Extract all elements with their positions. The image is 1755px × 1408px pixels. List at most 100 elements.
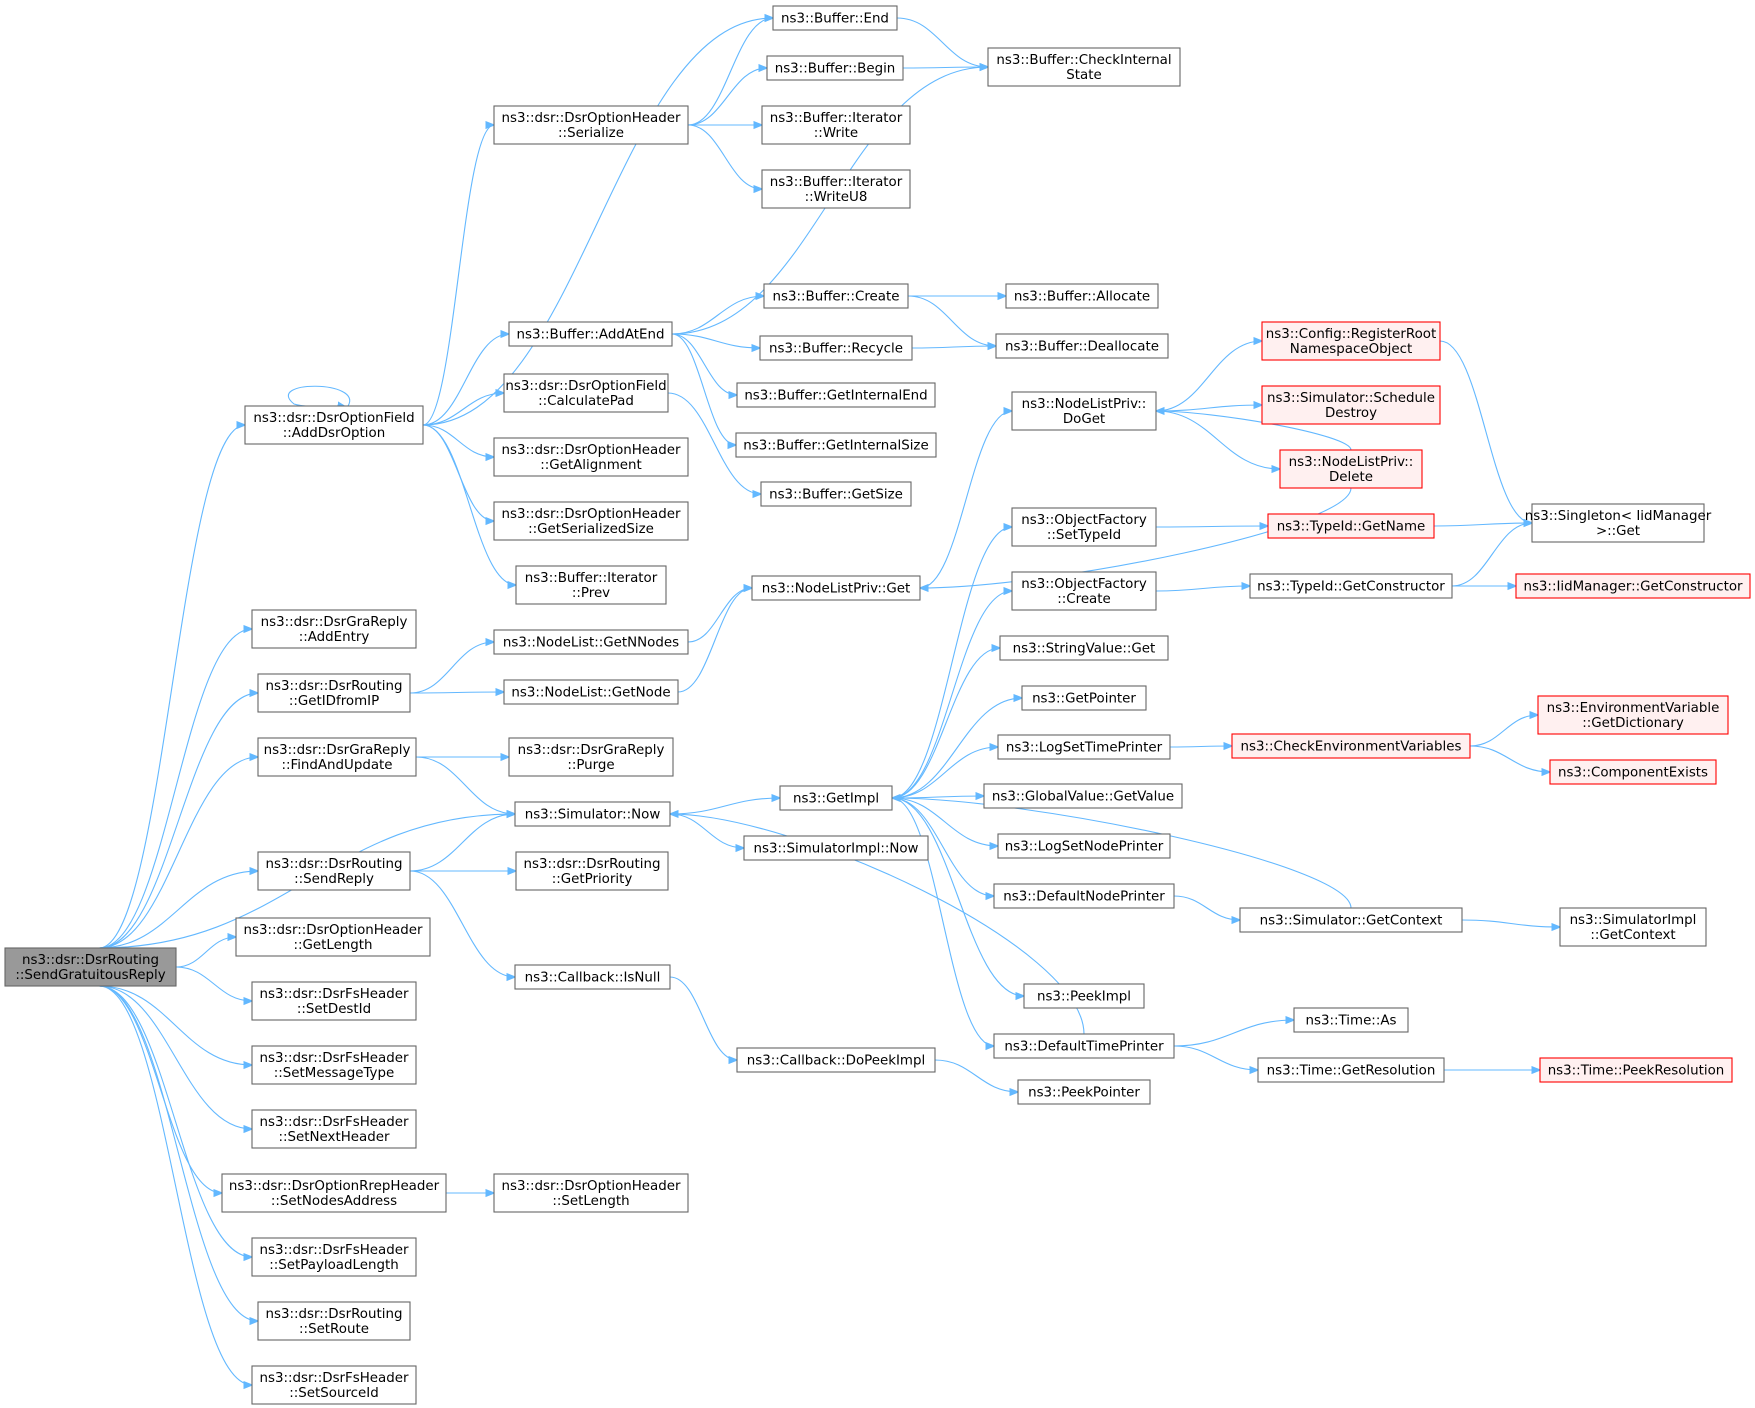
node-getSerializedSize[interactable]: ns3::dsr::DsrOptionHeader::GetSerialized… <box>493 501 689 541</box>
node-box <box>735 432 937 458</box>
node-setNextHeader[interactable]: ns3::dsr::DsrFsHeader::SetNextHeader <box>251 1109 417 1149</box>
node-ofSetTypeId[interactable]: ns3::ObjectFactory::SetTypeId <box>1011 507 1157 547</box>
node-nlpDoGet[interactable]: ns3::NodeListPriv::DoGet <box>1011 391 1157 431</box>
node-label: ns3::LogSetNodePrinter <box>1005 840 1164 855</box>
node-getInternalSize[interactable]: ns3::Buffer::GetInternalSize <box>735 432 937 458</box>
node-label: ns3::GlobalValue::GetValue <box>992 790 1174 805</box>
node-box <box>1011 507 1157 547</box>
node-setRoute[interactable]: ns3::dsr::DsrRouting::SetRoute <box>257 1301 411 1341</box>
edge-getImpl-to-logSetNodePrinter <box>891 797 998 846</box>
node-graPurge[interactable]: ns3::dsr::DsrGraReply::Purge <box>508 737 674 777</box>
node-simNow[interactable]: ns3::Simulator::Now <box>514 801 671 827</box>
edge-bufCreate-to-bufDeallocate <box>907 295 996 346</box>
node-setMessageType[interactable]: ns3::dsr::DsrFsHeader::SetMessageType <box>251 1045 417 1085</box>
node-getInternalEnd[interactable]: ns3::Buffer::GetInternalEnd <box>736 382 936 408</box>
node-root[interactable]: ns3::dsr::DsrRouting::SendGratuitousRepl… <box>4 947 177 987</box>
node-label: State <box>1066 68 1101 83</box>
edge-root-to-setDestId <box>175 966 252 1001</box>
node-singletonGet[interactable]: ns3::Singleton< IidManager>::Get <box>1525 503 1712 543</box>
node-box <box>493 629 689 655</box>
node-bufEnd[interactable]: ns3::Buffer::End <box>772 5 898 31</box>
node-addAtEnd[interactable]: ns3::Buffer::AddAtEnd <box>508 321 673 347</box>
node-typeIdGetName[interactable]: ns3::TypeId::GetName <box>1267 513 1435 539</box>
node-iterPrev[interactable]: ns3::Buffer::Iterator::Prev <box>515 565 667 605</box>
node-bufBegin[interactable]: ns3::Buffer::Begin <box>766 55 904 81</box>
node-iterWriteU8[interactable]: ns3::Buffer::Iterator::WriteU8 <box>761 169 911 209</box>
edge-nlpDoGet-to-registerRoot <box>1155 341 1262 412</box>
node-sendReply[interactable]: ns3::dsr::DsrRouting::SendReply <box>257 851 411 891</box>
node-getImpl[interactable]: ns3::GetImpl <box>779 785 893 811</box>
node-setPayloadLength[interactable]: ns3::dsr::DsrFsHeader::SetPayloadLength <box>251 1237 417 1277</box>
node-graAddEntry[interactable]: ns3::dsr::DsrGraReply::AddEntry <box>251 609 417 649</box>
node-simImplNow[interactable]: ns3::SimulatorImpl::Now <box>743 835 929 861</box>
node-ofCreate[interactable]: ns3::ObjectFactory::Create <box>1011 571 1157 611</box>
node-calculatePad[interactable]: ns3::dsr::DsrOptionField::CalculatePad <box>503 373 669 413</box>
node-label: ns3::dsr::DsrRouting <box>524 857 661 872</box>
node-label: ::GetPriority <box>552 872 633 887</box>
node-label: DoGet <box>1063 412 1105 427</box>
node-logSetTimePrinter[interactable]: ns3::LogSetTimePrinter <box>997 734 1171 760</box>
node-stringValueGet[interactable]: ns3::StringValue::Get <box>999 635 1169 661</box>
node-gvGetValue[interactable]: ns3::GlobalValue::GetValue <box>983 783 1183 809</box>
node-cbDoPeekImpl[interactable]: ns3::Callback::DoPeekImpl <box>736 1047 936 1073</box>
node-box <box>493 437 689 477</box>
node-setNodesAddress[interactable]: ns3::dsr::DsrOptionRrepHeader::SetNodesA… <box>221 1173 447 1213</box>
node-label: ::CalculatePad <box>538 394 634 409</box>
node-timeGetResolution[interactable]: ns3::Time::GetResolution <box>1257 1057 1445 1083</box>
node-componentExists[interactable]: ns3::ComponentExists <box>1549 759 1717 785</box>
node-serialize[interactable]: ns3::dsr::DsrOptionHeader::Serialize <box>493 105 689 145</box>
node-findAndUpdate[interactable]: ns3::dsr::DsrGraReply::FindAndUpdate <box>257 737 417 777</box>
node-hdrSetLength[interactable]: ns3::dsr::DsrOptionHeader::SetLength <box>493 1173 689 1213</box>
node-getPriority[interactable]: ns3::dsr::DsrRouting::GetPriority <box>515 851 669 891</box>
node-getPointer[interactable]: ns3::GetPointer <box>1021 685 1147 711</box>
edge-nlGetNNodes-to-nlpGet <box>687 588 752 643</box>
node-nlGetNode[interactable]: ns3::NodeList::GetNode <box>503 679 679 705</box>
node-addDsrOption[interactable]: ns3::dsr::DsrOptionField::AddDsrOption <box>244 405 424 445</box>
node-iidGetConstructor[interactable]: ns3::IidManager::GetConstructor <box>1515 573 1751 599</box>
edge-getImpl-to-peekImpl <box>891 797 1024 996</box>
node-simImplGetContext[interactable]: ns3::SimulatorImpl::GetContext <box>1559 907 1707 947</box>
node-nlGetNNodes[interactable]: ns3::NodeList::GetNNodes <box>493 629 689 655</box>
node-nlpDelete[interactable]: ns3::NodeListPriv::Delete <box>1279 449 1423 489</box>
node-box <box>1531 503 1705 543</box>
node-defaultNodePrinter[interactable]: ns3::DefaultNodePrinter <box>993 883 1175 909</box>
node-bufRecycle[interactable]: ns3::Buffer::Recycle <box>759 335 913 361</box>
node-bufAllocate[interactable]: ns3::Buffer::Allocate <box>1005 283 1159 309</box>
node-hdrGetLength[interactable]: ns3::dsr::DsrOptionHeader::GetLength <box>235 917 431 957</box>
node-box <box>736 1047 936 1073</box>
node-checkEnvVars[interactable]: ns3::CheckEnvironmentVariables <box>1231 733 1471 759</box>
node-iterWrite[interactable]: ns3::Buffer::Iterator::Write <box>761 105 911 145</box>
node-label: ns3::CheckEnvironmentVariables <box>1241 740 1462 755</box>
node-timeAs[interactable]: ns3::Time::As <box>1293 1007 1409 1033</box>
node-peekPointer[interactable]: ns3::PeekPointer <box>1017 1079 1151 1105</box>
edge-addDsrOption-to-getAlignment <box>422 424 494 457</box>
node-bufDeallocate[interactable]: ns3::Buffer::Deallocate <box>995 333 1169 359</box>
node-getAlignment[interactable]: ns3::dsr::DsrOptionHeader::GetAlignment <box>493 437 689 477</box>
node-setDestId[interactable]: ns3::dsr::DsrFsHeader::SetDestId <box>251 981 417 1021</box>
edge-cbDoPeekImpl-to-peekPointer <box>934 1059 1018 1092</box>
node-timePeekResolution[interactable]: ns3::Time::PeekResolution <box>1539 1057 1733 1083</box>
node-label: ns3::dsr::DsrOptionHeader <box>501 507 681 522</box>
node-label: ns3::SimulatorImpl <box>1570 913 1697 928</box>
edge-addDsrOption-to-calculatePad <box>422 393 504 426</box>
node-label: ns3::dsr::DsrOptionField <box>253 411 414 426</box>
node-simGetContext[interactable]: ns3::Simulator::GetContext <box>1239 907 1463 933</box>
node-box <box>251 1365 417 1405</box>
node-defaultTimePrinter[interactable]: ns3::DefaultTimePrinter <box>993 1033 1175 1059</box>
node-peekImpl[interactable]: ns3::PeekImpl <box>1023 983 1145 1009</box>
node-cbIsNull[interactable]: ns3::Callback::IsNull <box>514 964 671 990</box>
node-envGetDictionary[interactable]: ns3::EnvironmentVariable::GetDictionary <box>1537 695 1729 735</box>
node-nlpGet[interactable]: ns3::NodeListPriv::Get <box>751 575 921 601</box>
node-typeIdGetConstructor[interactable]: ns3::TypeId::GetConstructor <box>1249 573 1453 599</box>
node-setSourceId[interactable]: ns3::dsr::DsrFsHeader::SetSourceId <box>251 1365 417 1405</box>
node-label: ns3::NodeListPriv:: <box>1289 455 1414 470</box>
node-bufCreate[interactable]: ns3::Buffer::Create <box>763 283 909 309</box>
node-getIDfromIP[interactable]: ns3::dsr::DsrRouting::GetIDfromIP <box>257 673 411 713</box>
node-bufGetSize[interactable]: ns3::Buffer::GetSize <box>760 481 912 507</box>
node-label: ns3::Buffer::CheckInternal <box>996 53 1171 68</box>
edge-registerRoot-to-singletonGet <box>1439 340 1532 523</box>
node-logSetNodePrinter[interactable]: ns3::LogSetNodePrinter <box>997 833 1171 859</box>
